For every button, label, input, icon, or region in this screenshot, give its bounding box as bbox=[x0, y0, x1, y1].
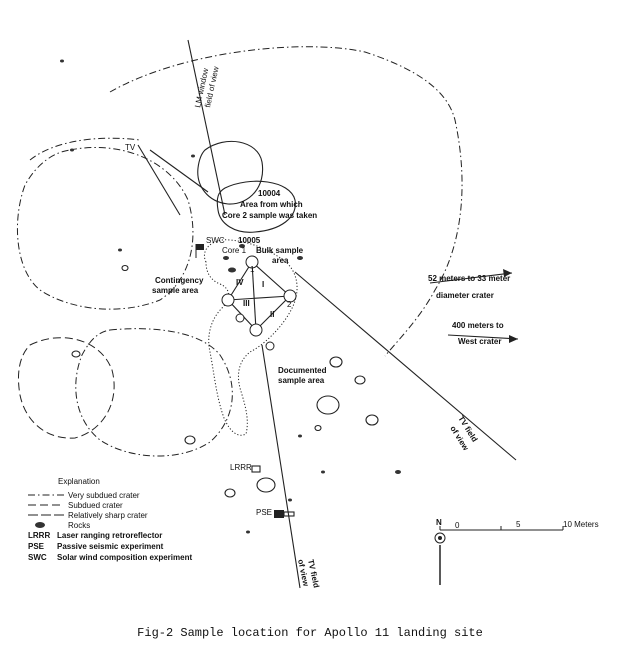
abbr-lrrr: LRRR bbox=[28, 531, 50, 540]
scale-ten: 10 Meters bbox=[563, 520, 599, 529]
arrowhead-icon bbox=[509, 335, 518, 343]
contingency-label-2: sample area bbox=[152, 286, 199, 295]
core2-label: Core 2 sample was taken bbox=[222, 211, 317, 220]
area-from-which-label: Area from which bbox=[240, 200, 303, 209]
arrow-52m bbox=[429, 272, 513, 284]
swc-pointer-line bbox=[149, 149, 209, 193]
small-crater bbox=[354, 375, 366, 385]
small-crater bbox=[256, 477, 276, 493]
abbr-swc-text: Solar wind composition experiment bbox=[57, 553, 192, 562]
north-label: N bbox=[436, 518, 442, 527]
lm-footprint: I II III IV 1 2 bbox=[221, 255, 297, 351]
quadrant-label: II bbox=[270, 310, 274, 319]
crater-marker: 1 bbox=[250, 265, 255, 274]
tv-label: TV bbox=[125, 143, 136, 152]
fields-of-view bbox=[137, 39, 519, 589]
quadrant-label: IV bbox=[236, 278, 244, 287]
craters bbox=[16, 46, 463, 498]
small-crater bbox=[121, 264, 129, 272]
legend-very-subdued: Very subdued crater bbox=[68, 491, 140, 500]
legend-title: Explanation bbox=[58, 477, 100, 486]
left-crater-2 bbox=[17, 337, 115, 439]
bulk-sample-label: Bulk sample bbox=[256, 246, 304, 255]
left-crater bbox=[16, 146, 194, 310]
small-crater bbox=[314, 424, 322, 432]
small-crater bbox=[184, 435, 196, 445]
quadrant-label: III bbox=[243, 299, 250, 308]
abbr-swc: SWC bbox=[28, 553, 47, 562]
lrrr-icon bbox=[251, 465, 261, 473]
legend: Explanation Very subdued crater Subdued … bbox=[28, 477, 192, 562]
small-crater bbox=[316, 395, 340, 415]
crater-marker: 2 bbox=[287, 300, 292, 309]
lm-foot-icon bbox=[265, 341, 275, 351]
dist-52-label-1: 52 meters to 33 meter bbox=[428, 274, 510, 283]
legend-rocks: Rocks bbox=[68, 521, 90, 530]
map-labels: LM window field of view TV 10004 Area fr… bbox=[125, 65, 510, 588]
abbr-lrrr-text: Laser ranging retroreflector bbox=[57, 531, 162, 540]
lm-foot-icon bbox=[235, 313, 245, 323]
core1-label: Core 1 bbox=[222, 246, 247, 255]
documented-label-2: sample area bbox=[278, 376, 325, 385]
legend-subdued: Subdued crater bbox=[68, 501, 123, 510]
lm-window-crater bbox=[197, 141, 264, 205]
legend-sharp: Relatively sharp crater bbox=[68, 511, 148, 520]
small-crater bbox=[71, 350, 81, 358]
pse-label: PSE bbox=[256, 508, 272, 517]
rocks bbox=[60, 59, 401, 534]
contingency-label-1: Contingency bbox=[155, 276, 204, 285]
lm-foot-icon bbox=[249, 323, 263, 337]
dist-400-label-1: 400 meters to bbox=[452, 321, 504, 330]
scale-five: 5 bbox=[516, 520, 521, 529]
tv-pointer-line bbox=[137, 144, 181, 216]
lm-foot-icon bbox=[245, 255, 259, 269]
arrowhead-icon bbox=[503, 269, 512, 277]
small-crater bbox=[365, 414, 379, 426]
tv-fov-right-line bbox=[294, 271, 517, 461]
tv-fov-bottom-line bbox=[261, 344, 301, 589]
abbr-pse: PSE bbox=[28, 542, 45, 551]
small-crater bbox=[224, 488, 236, 498]
large-crater-outline bbox=[109, 46, 463, 357]
upper-left-crater-arc bbox=[29, 137, 141, 161]
flag-icon bbox=[195, 244, 204, 258]
dist-52-label-2: diameter crater bbox=[436, 291, 494, 300]
dist-400-label-2: West crater bbox=[458, 337, 501, 346]
documented-label-1: Documented bbox=[278, 366, 327, 375]
lm-window-fov-line bbox=[187, 39, 226, 216]
bottom-left-crater bbox=[75, 328, 233, 457]
pse-icon bbox=[274, 510, 295, 518]
quadrant-label: I bbox=[262, 280, 264, 289]
scale-bar: N 0 5 10 Meters bbox=[434, 518, 599, 585]
abbr-pse-text: Passive seismic experiment bbox=[57, 542, 164, 551]
sample-crater bbox=[216, 180, 296, 233]
arrow-400m bbox=[447, 334, 519, 340]
rock-icon bbox=[35, 522, 45, 528]
lrrr-label: LRRR bbox=[230, 463, 252, 472]
lm-foot-icon bbox=[283, 289, 297, 303]
sample-10004-label: 10004 bbox=[258, 189, 281, 198]
figure-caption: Fig-2 Sample location for Apollo 11 land… bbox=[137, 626, 483, 640]
lm-foot-icon bbox=[221, 293, 235, 307]
bulk-area-label: area bbox=[272, 256, 289, 265]
small-crater bbox=[329, 356, 343, 368]
swc-label: SWC bbox=[206, 236, 225, 245]
sample-10005-label: 10005 bbox=[238, 236, 261, 245]
scale-zero: 0 bbox=[455, 521, 460, 530]
